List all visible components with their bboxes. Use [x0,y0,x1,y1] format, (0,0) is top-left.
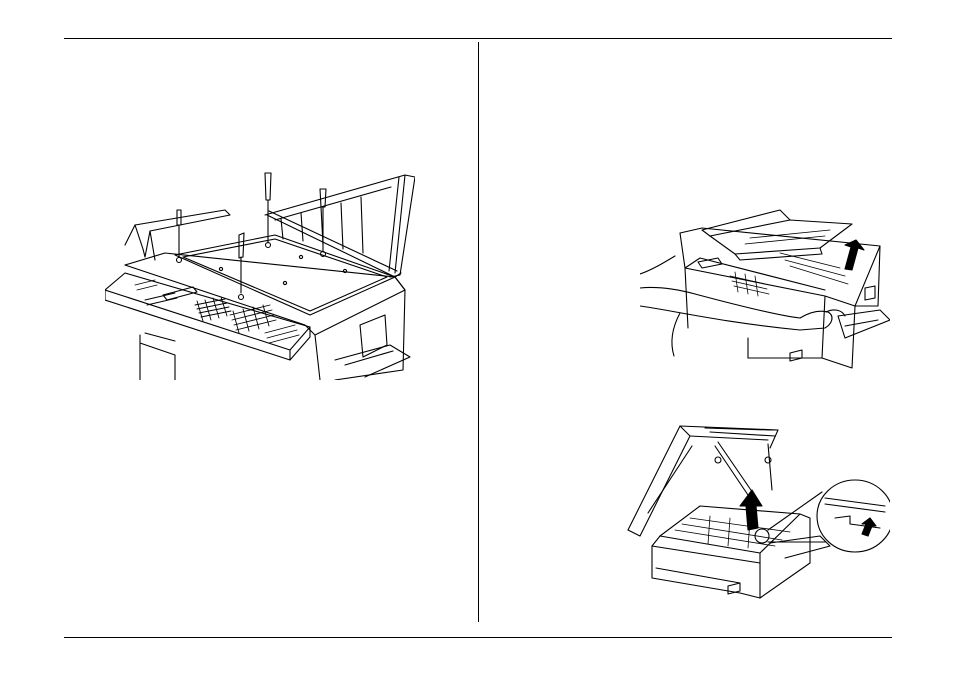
header-rule [64,38,892,39]
fax-lift-cover-illustration [640,198,890,374]
footer-rule [64,637,892,638]
column-divider [478,42,479,622]
fax-open-scanner-illustration [600,418,890,600]
fax-glass-screws-illustration [105,165,415,380]
